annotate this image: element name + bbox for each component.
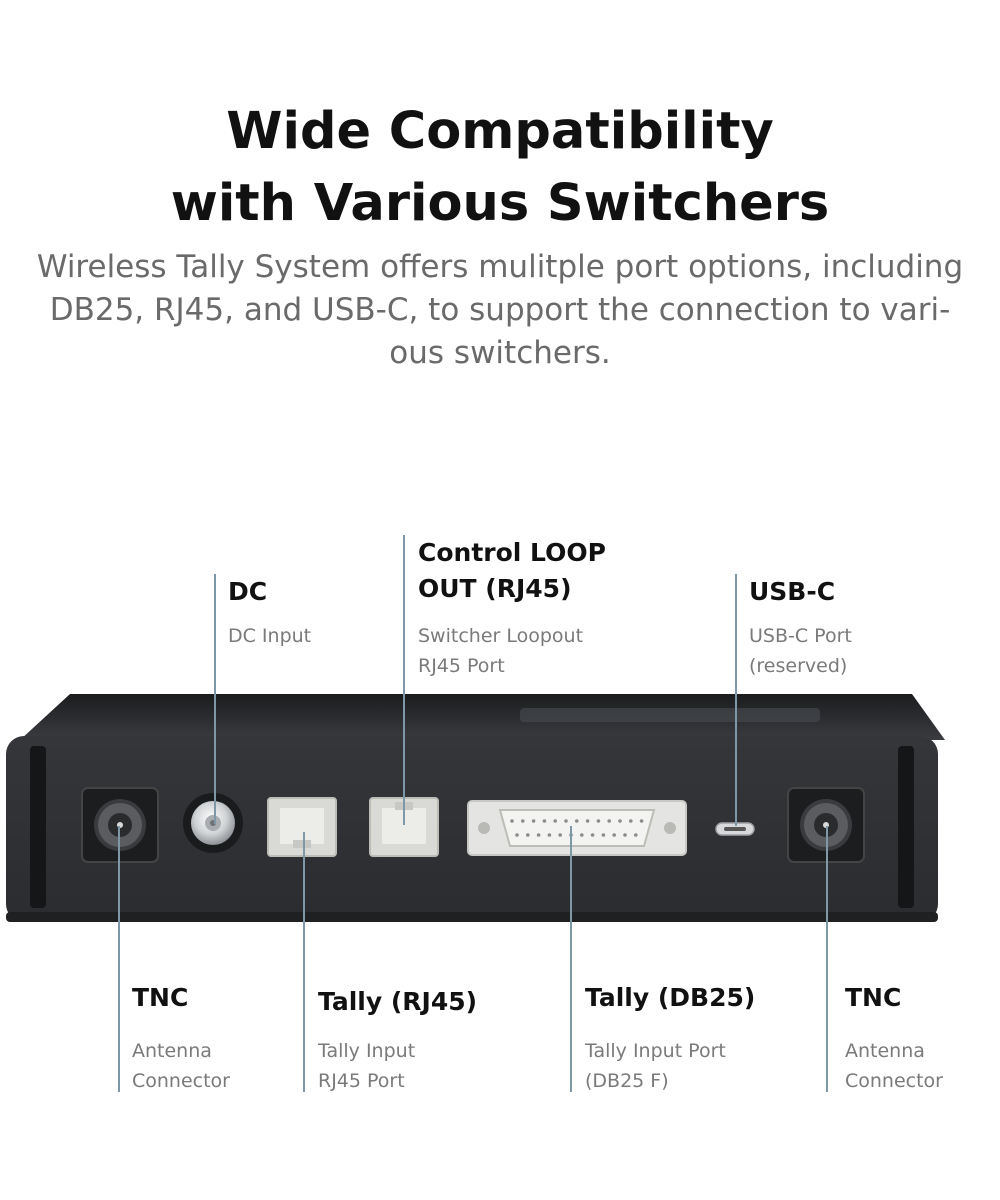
dc-jack-icon xyxy=(183,793,243,853)
callout-tnc-right-desc-1: Antenna xyxy=(845,1040,925,1062)
callout-usb-c-line xyxy=(735,574,737,826)
callout-tally-rj45-title: Tally (RJ45) xyxy=(318,987,478,1016)
callout-tally-rj45-line xyxy=(303,832,305,1092)
callout-dc-desc: DC Input xyxy=(228,625,312,647)
db25-port-icon xyxy=(467,800,687,856)
callout-tally-db25-desc-1: Tally Input Port xyxy=(585,1040,726,1062)
callout-tnc-left-title: TNC xyxy=(132,983,189,1012)
db25-pin xyxy=(553,819,557,823)
subheadline-line-3: ous switchers. xyxy=(389,335,611,371)
subheadline-line-1: Wireless Tally System offers mulitple po… xyxy=(36,249,964,285)
subheadline: Wireless Tally System offers mulitple po… xyxy=(0,246,1000,375)
db25-pin xyxy=(510,819,514,823)
callout-usb-c-desc-2: (reserved) xyxy=(749,655,848,677)
callout-tnc-left-line xyxy=(118,826,120,1092)
db25-pin xyxy=(634,833,638,837)
device-top-surface xyxy=(20,694,945,740)
db25-pin xyxy=(526,833,530,837)
callout-tnc-left-desc-1: Antenna xyxy=(132,1040,212,1062)
headline-line-2: with Various Switchers xyxy=(170,174,830,233)
db25-pin xyxy=(623,833,627,837)
callout-tally-rj45-desc-2: RJ45 Port xyxy=(318,1070,405,1092)
callout-tnc-right-desc-2: Connector xyxy=(845,1070,943,1092)
db25-pin xyxy=(607,819,611,823)
device-bottom-edge xyxy=(6,912,938,922)
callout-control-loop-title-1: Control LOOP xyxy=(418,538,606,567)
db25-pin xyxy=(596,819,601,823)
callout-tally-db25-title: Tally (DB25) xyxy=(585,983,756,1012)
callout-control-loop-desc-2: RJ45 Port xyxy=(418,655,505,677)
db25-pin xyxy=(564,819,568,823)
device-left-groove xyxy=(30,746,46,908)
db25-pin xyxy=(580,833,584,837)
db25-pin xyxy=(612,833,616,837)
usb-c-port-icon xyxy=(715,822,755,836)
subheadline-line-2: DB25, RJ45, and USB-C, to support the co… xyxy=(49,292,951,328)
callout-tnc-right-line xyxy=(826,826,828,1092)
headline-line-1: Wide Compatibility xyxy=(226,102,774,161)
rj45-tally-port-icon xyxy=(267,797,337,857)
db25-pin xyxy=(542,819,547,823)
callout-control-loop-desc-1: Switcher Loopout xyxy=(418,625,584,647)
callout-tnc-right-title: TNC xyxy=(845,983,902,1012)
tnc-right-connector-icon xyxy=(787,787,865,863)
callout-dc-title: DC xyxy=(228,577,268,606)
callout-usb-c-desc-1: USB-C Port xyxy=(749,625,852,647)
db25-pin xyxy=(639,819,644,823)
db25-pin xyxy=(531,819,536,823)
db25-pin xyxy=(629,819,633,823)
db25-pin xyxy=(618,819,622,823)
db25-pin xyxy=(585,819,590,823)
callout-control-loop-title-2: OUT (RJ45) xyxy=(418,574,572,603)
db25-pin xyxy=(515,833,519,837)
db25-pin xyxy=(547,833,552,837)
device-logo-mark xyxy=(520,708,820,722)
callout-usb-c-title: USB-C xyxy=(749,577,836,606)
callout-tally-db25-desc-2: (DB25 F) xyxy=(585,1070,669,1092)
callout-control-loop-line xyxy=(403,535,405,825)
headline: Wide Compatibility with Various Switcher… xyxy=(0,96,1000,240)
db25-pin xyxy=(590,833,595,837)
callout-tally-db25-line xyxy=(570,826,572,1092)
db25-pin xyxy=(521,819,525,823)
callout-tally-rj45-desc-1: Tally Input xyxy=(318,1040,416,1062)
callout-tnc-left-desc-2: Connector xyxy=(132,1070,230,1092)
db25-pin xyxy=(558,833,562,837)
db25-pin xyxy=(536,833,541,837)
db25-pin xyxy=(575,819,579,823)
tnc-left-connector-icon xyxy=(81,787,159,863)
tally-receiver-device-icon xyxy=(6,694,945,922)
db25-pin xyxy=(601,833,606,837)
callout-dc-line xyxy=(214,574,216,824)
device-right-groove xyxy=(898,746,914,908)
